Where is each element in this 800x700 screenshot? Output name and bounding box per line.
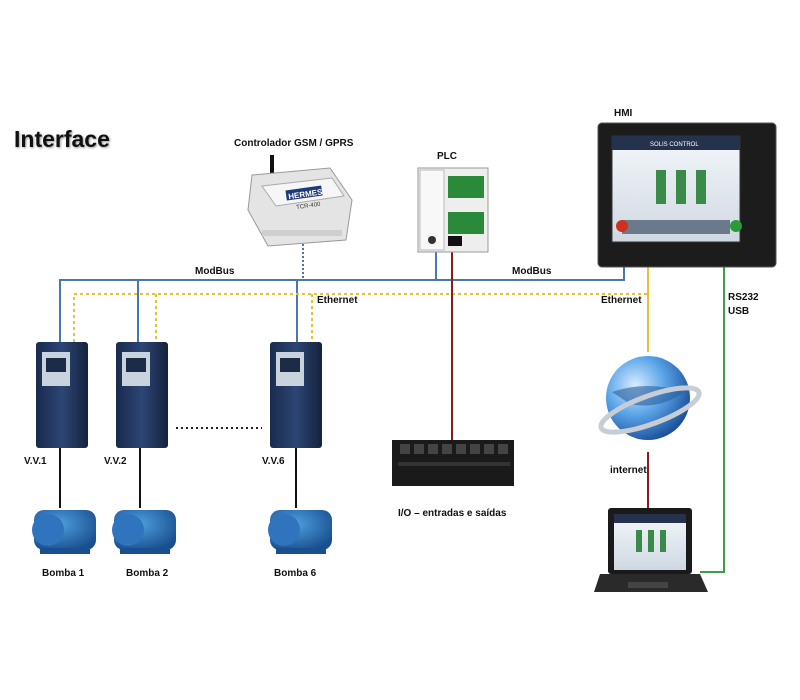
hmi-brand-text: SOLIS CONTROL bbox=[650, 142, 699, 148]
vv6-label: V.V.6 bbox=[262, 456, 285, 467]
gsm-controller: HERMES TCR-400 bbox=[247, 155, 353, 247]
hmi-label: HMI bbox=[614, 108, 633, 119]
ethernet-left-label: Ethernet bbox=[317, 295, 358, 306]
ethernet-bus bbox=[73, 293, 648, 342]
io-label: I/O – entradas e saídas bbox=[398, 508, 507, 519]
motor-bomba6 bbox=[268, 510, 332, 554]
bomba6-label: Bomba 6 bbox=[274, 568, 317, 579]
modbus-left-label: ModBus bbox=[195, 266, 235, 277]
vv2-label: V.V.2 bbox=[104, 456, 127, 467]
motor-bomba2 bbox=[112, 510, 176, 554]
drive-vv2 bbox=[116, 342, 168, 508]
gsm-label: Controlador GSM / GPRS bbox=[234, 138, 354, 149]
vv1-label: V.V.1 bbox=[24, 456, 47, 467]
laptop bbox=[594, 508, 708, 592]
ethernet-right-label: Ethernet bbox=[601, 295, 642, 306]
bomba1-label: Bomba 1 bbox=[42, 568, 85, 579]
modbus-bus bbox=[59, 252, 625, 342]
page-title: Interface bbox=[14, 126, 110, 152]
plc-device bbox=[417, 167, 489, 253]
usb-label: USB bbox=[728, 306, 750, 317]
hmi-device: SOLIS CONTROL bbox=[597, 122, 777, 268]
gsm-model-text: TCR-400 bbox=[296, 202, 322, 211]
rs232-label: RS232 bbox=[728, 292, 759, 303]
modbus-right-label: ModBus bbox=[512, 266, 552, 277]
internet-label: internet bbox=[610, 465, 647, 476]
drive-vv1 bbox=[36, 342, 88, 508]
plc-label: PLC bbox=[437, 151, 457, 162]
rs232-wire bbox=[700, 266, 725, 573]
motor-bomba1 bbox=[32, 510, 96, 554]
drive-vv6 bbox=[270, 342, 322, 508]
bomba2-label: Bomba 2 bbox=[126, 568, 169, 579]
io-terminal-block bbox=[392, 440, 514, 486]
internet-globe bbox=[598, 356, 702, 440]
